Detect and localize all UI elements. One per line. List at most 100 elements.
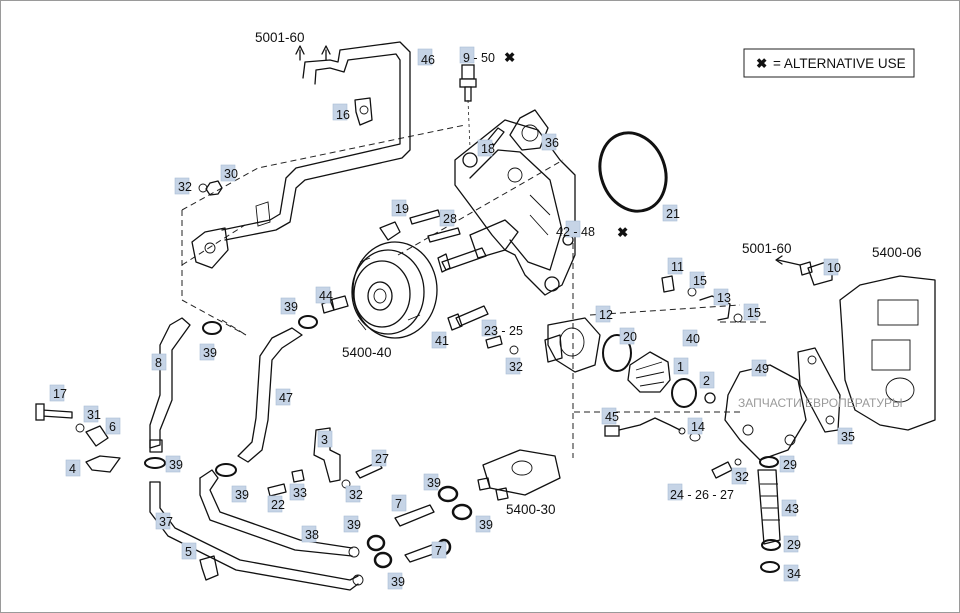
- small-pipe-assembly: [661, 275, 743, 323]
- ref-tag-r43: [781, 499, 797, 517]
- ref-label-r19: 19: [395, 202, 409, 216]
- pipe-clip: [354, 97, 373, 126]
- ref-tag-r3: [317, 430, 333, 448]
- ref-tag-r39e: [423, 473, 439, 491]
- ref-label-r32c: 32: [349, 488, 363, 502]
- gasket-36: [509, 109, 549, 151]
- legend-text: = ALTERNATIVE USE: [773, 56, 906, 71]
- assembly-label-a4: 5400-40: [342, 345, 392, 360]
- ref-label-r8: 8: [155, 356, 162, 370]
- ref-tag-r14: [687, 417, 703, 435]
- ref-label-r22: 22: [271, 498, 285, 512]
- ref-tag-r41: [431, 331, 447, 349]
- ref-label-r39c: 39: [169, 458, 183, 472]
- ref-label-r39g: 39: [347, 518, 361, 532]
- ref-label-r39d: 39: [235, 488, 249, 502]
- ref-label-r36: 36: [545, 136, 559, 150]
- outlet-pipe-43: [757, 456, 781, 573]
- ref-tag-r16: [332, 103, 348, 121]
- ref-label-r15a: 15: [693, 274, 707, 288]
- ref-label-r31: 31: [87, 408, 101, 422]
- ref-tag-r11: [667, 257, 683, 275]
- ref-label-r27a: 27: [375, 452, 389, 466]
- ref-label-r38: 38: [305, 528, 319, 542]
- ref-label-r17: 17: [53, 387, 67, 401]
- bolt-41: [447, 305, 489, 331]
- ref-tag-r28: [439, 209, 455, 227]
- ref-label-r39h: 39: [391, 575, 405, 589]
- ref-tag-r32c: [345, 485, 361, 503]
- assembly-label-a2: 5001-60: [742, 241, 792, 256]
- ref-label-r12: 12: [599, 308, 613, 322]
- ref-label-r23-25: 23 - 25: [484, 324, 523, 338]
- ref-tag-r44: [315, 286, 331, 304]
- ref-label-r29a: 29: [783, 458, 797, 472]
- ref-label-r35: 35: [841, 430, 855, 444]
- ref-label-r10: 10: [827, 261, 841, 275]
- ref-label-r21: 21: [666, 207, 680, 221]
- ref-tag-r34: [783, 564, 799, 582]
- oil-cooler-fitting: [477, 449, 561, 501]
- ref-tag-r33: [289, 483, 305, 501]
- ref-tag-r35: [837, 427, 853, 445]
- ref-tag-r39g: [343, 515, 359, 533]
- assembly-label-a3: 5400-06: [872, 245, 922, 260]
- ref-label-r24-27: 24 - 26 - 27: [670, 488, 734, 502]
- ref-label-r42-48: 42 - 48: [556, 225, 595, 239]
- short-hoses-7: [366, 485, 473, 569]
- ref-tag-r19: [391, 199, 407, 217]
- ref-tag-r18: [477, 139, 493, 157]
- ref-label-r6: 6: [109, 420, 116, 434]
- clamp-39-a: [144, 321, 222, 469]
- assembly-label-a5: 5400-30: [506, 502, 556, 517]
- ref-tag-r4: [65, 459, 81, 477]
- ref-tag-r37: [155, 512, 171, 530]
- ref-label-r32a: 32: [178, 180, 192, 194]
- ref-tag-r20: [619, 327, 635, 345]
- alternative-use-mark-x1: ✖: [504, 50, 515, 65]
- ref-tag-r29b: [783, 535, 799, 553]
- ref-label-r46: 46: [421, 53, 435, 67]
- o-ring-21: [598, 131, 668, 213]
- ref-tag-r46: [417, 48, 433, 66]
- assembly-boundaries: [181, 124, 768, 458]
- ref-tag-r24-27: [667, 483, 683, 501]
- ref-label-r32d: 32: [735, 470, 749, 484]
- ref-label-r7a: 7: [395, 497, 402, 511]
- ref-label-r39e: 39: [427, 476, 441, 490]
- ref-tag-r39d: [231, 485, 247, 503]
- upper-coolant-pipe: [191, 41, 411, 269]
- ref-tag-r12: [595, 305, 611, 323]
- alternative-use-mark-x2: ✖: [617, 225, 628, 240]
- ref-label-r20: 20: [623, 330, 637, 344]
- ref-label-r11: 11: [671, 260, 684, 274]
- engine-block-section: [839, 275, 936, 431]
- ref-tag-r40: [682, 329, 698, 347]
- ref-tag-r1: [673, 357, 689, 375]
- ref-label-r28: 28: [443, 212, 457, 226]
- ref-label-r1: 1: [677, 360, 684, 374]
- ref-tag-r49: [751, 359, 767, 377]
- assembly-arrows: [295, 45, 801, 266]
- sensor-45: [604, 417, 686, 437]
- ref-label-r39a: 39: [284, 300, 298, 314]
- watermark: ЗАПЧАСТИ ЕВРОПЕРАТУРЫ: [738, 396, 903, 410]
- ref-label-r43: 43: [785, 502, 799, 516]
- ref-tag-r38: [301, 525, 317, 543]
- ref-tag-r29a: [779, 455, 795, 473]
- ref-label-r49: 49: [755, 362, 769, 376]
- clamp-39-b: [215, 315, 318, 477]
- ref-tag-r39h: [387, 572, 403, 590]
- ref-label-r39f: 39: [479, 518, 493, 532]
- ref-tag-r30: [220, 164, 236, 182]
- ref-tag-r39c: [165, 455, 181, 473]
- ref-label-r15b: 15: [747, 306, 761, 320]
- ref-label-r34: 34: [787, 567, 801, 581]
- ref-tag-r36: [541, 133, 557, 151]
- ref-tag-r42-48: [565, 220, 581, 238]
- ref-tag-r32b: [505, 357, 521, 375]
- ref-label-r44: 44: [319, 289, 333, 303]
- ref-tag-r15b: [743, 303, 759, 321]
